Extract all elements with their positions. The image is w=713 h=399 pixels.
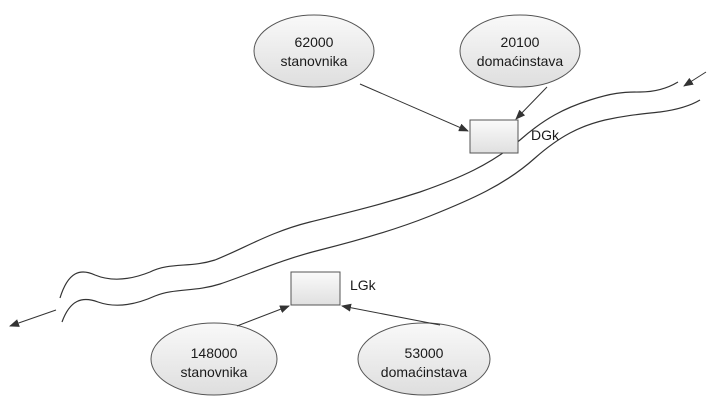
top-left-value: 62000 [295, 34, 334, 50]
dgk-label: DGk [531, 127, 560, 143]
top-left-unit: stanovnika [281, 53, 348, 69]
bottom-right-unit: domaćinstava [381, 364, 468, 380]
bottom-right-to-lgk-arrow [341, 303, 441, 326]
flow-in-arrow [683, 71, 707, 87]
top-left-to-dgk-arrow [359, 83, 469, 132]
bottom-left-to-lgk-arrow [236, 305, 290, 327]
bottom-right-value: 53000 [405, 345, 444, 361]
top-right-unit: domaćinstava [477, 53, 564, 69]
top-right-ellipse [459, 14, 581, 88]
top-right-to-dgk-arrow [515, 86, 548, 120]
top-right-node: 20100 domaćinstava [459, 14, 581, 88]
river-upper-bank [59, 81, 679, 299]
top-left-ellipse [253, 14, 375, 88]
flow-out-arrow [9, 309, 57, 327]
bottom-right-ellipse [357, 322, 491, 396]
bottom-left-ellipse [150, 322, 278, 396]
top-left-node: 62000 stanovnika [253, 14, 375, 88]
river-lower-bank [61, 99, 701, 323]
bottom-left-value: 148000 [191, 345, 238, 361]
bottom-right-node: 53000 domaćinstava [357, 322, 491, 396]
top-right-value: 20100 [501, 34, 540, 50]
bottom-left-node: 148000 stanovnika [150, 322, 278, 396]
lgk-box [290, 271, 341, 306]
lgk-label: LGk [350, 277, 377, 293]
dgk-box [469, 119, 519, 154]
bottom-left-unit: stanovnika [181, 364, 248, 380]
